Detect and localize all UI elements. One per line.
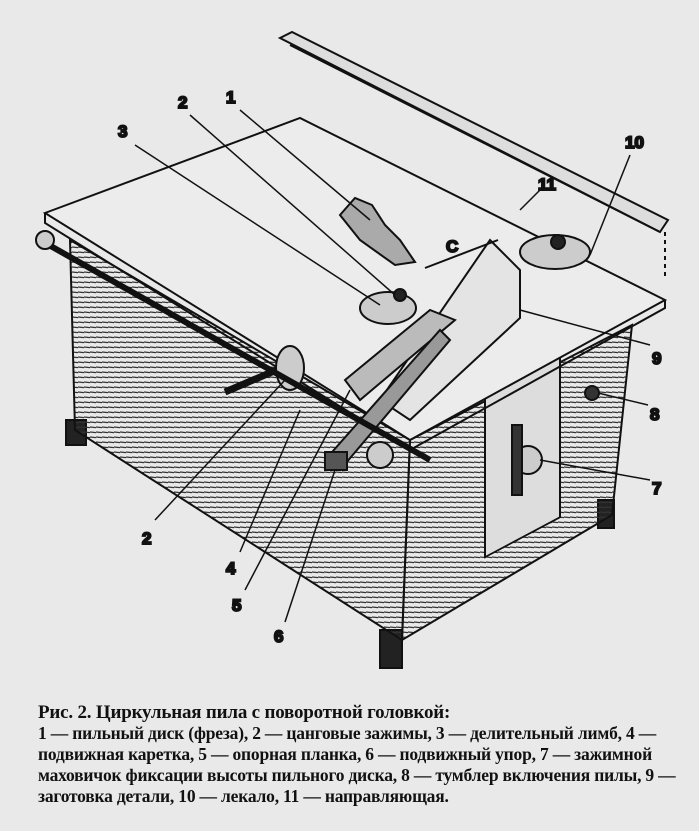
label-3: 3: [118, 122, 127, 141]
callout-labels: 1 2 3 10 11 С 9 8 7 2 4 5 6: [117, 87, 662, 647]
figure-caption: Рис. 2. Циркульная пила с поворотной гол…: [38, 702, 688, 807]
height-slot: [511, 424, 523, 496]
saw-blade: [338, 196, 417, 267]
guide-rail-edge: [289, 44, 661, 233]
circular-saw-drawing: 1 2 3 10 11 С 9 8 7 2 4 5 6: [35, 30, 670, 669]
rail-end: [35, 230, 55, 250]
label-1: 1: [226, 88, 235, 107]
limb-knob: [393, 288, 407, 302]
dimension-line: [424, 239, 499, 269]
label-5: 5: [232, 596, 241, 615]
support-bar: [343, 308, 457, 402]
label-4: 4: [226, 559, 236, 578]
label-7: 7: [652, 479, 661, 498]
movable-stop: [324, 451, 348, 471]
carriage-wheel: [366, 441, 394, 469]
side-rail: [38, 237, 432, 463]
label-2-collet: 2: [178, 93, 187, 112]
label-6: 6: [274, 627, 283, 646]
label-8: 8: [650, 405, 659, 424]
caption-legend: 1 — пильный диск (фреза), 2 — цанговые з…: [38, 723, 676, 806]
label-9: 9: [652, 349, 661, 368]
caption-title: Рис. 2. Циркульная пила с поворотной гол…: [38, 702, 451, 723]
template-knob: [550, 234, 566, 250]
label-c-dimension: С: [446, 237, 458, 256]
label-2: 2: [142, 529, 151, 548]
label-11: 11: [538, 175, 556, 194]
saw-switch: [584, 385, 600, 401]
leader-lines: [134, 109, 651, 623]
label-10: 10: [625, 133, 644, 152]
